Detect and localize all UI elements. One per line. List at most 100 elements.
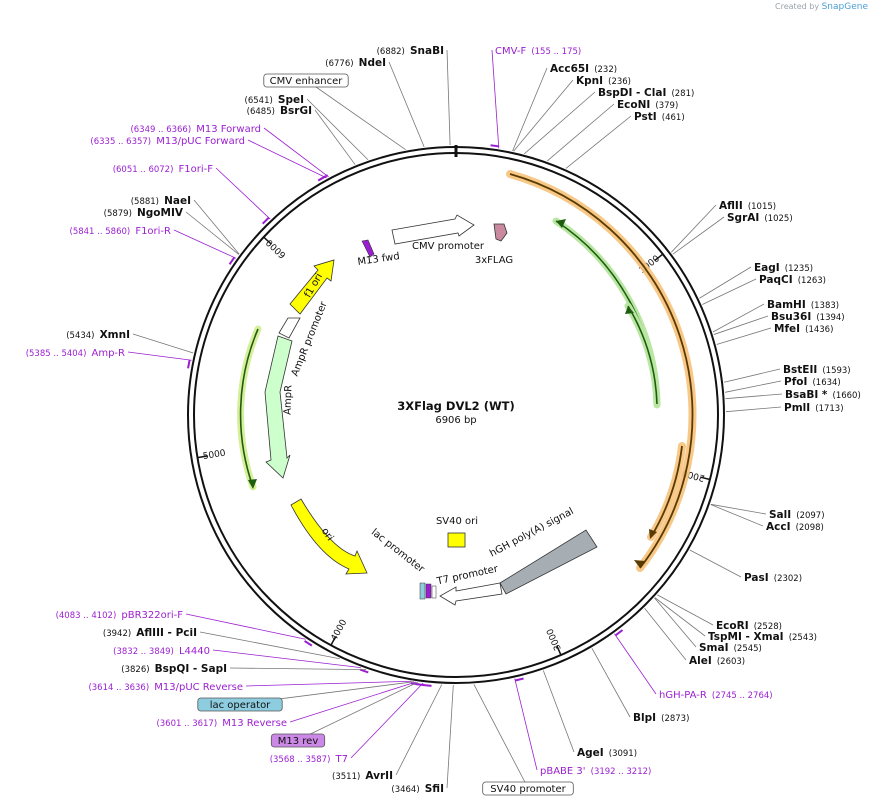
ngomiv-name: NgoMIV: [137, 207, 184, 219]
label-sgrai[interactable]: SgrAI (1025): [727, 206, 793, 225]
label-aflii[interactable]: AflII (1015): [719, 194, 776, 213]
label-l4440[interactable]: (3832 .. 3849) L4440: [113, 639, 210, 658]
label-psti[interactable]: PstI (461): [634, 105, 685, 124]
blpi-position: (2873): [661, 714, 689, 724]
label-econi[interactable]: EcoNI (379): [617, 93, 678, 112]
label-pfoi[interactable]: PfoI (1634): [784, 370, 841, 389]
l4440-position: (3832 .. 3849): [113, 647, 174, 657]
label-m13-puc-reverse[interactable]: (3614 .. 3636) M13/pUC Reverse: [88, 675, 243, 694]
pfoi-position: (1634): [812, 378, 840, 388]
primer-site-hgh-pa-r: [614, 629, 624, 637]
alei-text: AleI (2603): [689, 649, 745, 668]
paqci-text: PaqCI (1263): [759, 268, 826, 287]
label-afliii-pcii[interactable]: (3942) AflIII - PciI: [103, 621, 197, 640]
label-sali[interactable]: SalI (2097): [769, 503, 825, 522]
inner-label-t7-promoter: T7 promoter: [435, 564, 500, 588]
label-pbr322ori-f[interactable]: (4083 .. 4102) pBR322ori-F: [56, 603, 184, 622]
m13-reverse-position: (3601 .. 3617): [156, 719, 217, 729]
primer-site-f1ori-r: [228, 256, 236, 265]
label-kpni[interactable]: KpnI (236): [576, 69, 631, 88]
label-m13-puc-forward[interactable]: (6335 .. 6357) M13/pUC Forward: [90, 129, 245, 148]
label-ecori[interactable]: EcoRI (2528): [716, 614, 782, 633]
label-sv40-promoter[interactable]: SV40 promoter: [482, 781, 574, 796]
label-lac-operator[interactable]: lac operator: [197, 697, 283, 712]
psti-position: (461): [662, 113, 685, 123]
acc65i-name: Acc65I: [550, 63, 589, 75]
bamhi-position: (1383): [811, 301, 839, 311]
plasmid-size: 6906 bp: [435, 415, 476, 426]
label-sfii[interactable]: (3464) SfiI: [391, 777, 444, 796]
label-bsrgi[interactable]: (6485) BsrGI: [247, 99, 312, 118]
label-m13-rev[interactable]: M13 rev: [270, 733, 326, 748]
label-pmli[interactable]: PmlI (1713): [784, 396, 844, 415]
label-cmv-f[interactable]: CMV-F (155 .. 175): [495, 39, 581, 58]
label-smai[interactable]: SmaI (2545): [699, 636, 762, 655]
label-bsabi[interactable]: BsaBI * (1660): [785, 383, 861, 402]
tick-4000: [330, 636, 337, 646]
m13-puc-reverse-name: M13/pUC Reverse: [154, 682, 243, 693]
leader-ndei: [388, 61, 425, 148]
label-spei[interactable]: (6541) SpeI: [245, 88, 304, 107]
cmv-promoter-arrow: [391, 214, 475, 245]
m13-rev-box: [270, 733, 326, 748]
label-acc65i[interactable]: Acc65I (232): [550, 57, 617, 76]
label-paqci[interactable]: PaqCI (1263): [759, 268, 826, 287]
label-pbabe-3[interactable]: pBABE 3' (3192 .. 3212): [540, 759, 651, 778]
paqci-name: PaqCI: [759, 274, 793, 286]
leader-acc65i: [512, 67, 548, 152]
label-pasi[interactable]: PasI (2302): [744, 566, 802, 585]
label-alei[interactable]: AleI (2603): [689, 649, 745, 668]
cmv-enhancer-box: [263, 73, 349, 88]
label-bspqi-sapi[interactable]: (3826) BspQI - SapI: [121, 657, 227, 676]
label-bamhi[interactable]: BamHI (1383): [767, 293, 839, 312]
sfii-text: (3464) SfiI: [391, 777, 444, 796]
credit-text: Created by: [775, 2, 820, 11]
xmni-position: (5434): [66, 331, 94, 341]
leader-m13-rev: [297, 681, 418, 741]
label-bspdi-clai[interactable]: BspDI - ClaI (281): [598, 81, 694, 100]
label-avrii[interactable]: (3511) AvrII: [332, 764, 393, 783]
tick-3000: [556, 645, 562, 656]
primer-site-m13-puc-forward: [317, 175, 327, 182]
eagi-name: EagI: [754, 262, 780, 274]
label-t7[interactable]: (3568 .. 3587) T7: [270, 747, 348, 766]
kpni-position: (236): [608, 77, 631, 87]
primer-site-t7: [422, 683, 432, 687]
label-blpi[interactable]: BlpI (2873): [633, 706, 689, 725]
lac-operator-name: lac operator: [210, 700, 271, 711]
label-bsu36i[interactable]: Bsu36I (1394): [771, 305, 845, 324]
eagi-text: EagI (1235): [754, 256, 813, 275]
label-f1ori-r[interactable]: (5841 .. 5860) F1ori-R: [70, 219, 172, 238]
label-naei[interactable]: (5881) NaeI: [131, 189, 191, 208]
label-snabi[interactable]: (6882) SnaBI: [377, 39, 444, 58]
label-bsteii[interactable]: BstEII (1593): [783, 358, 851, 377]
m13-puc-reverse-text: (3614 .. 3636) M13/pUC Reverse: [88, 675, 243, 694]
label-f1ori-f[interactable]: (6051 .. 6072) F1ori-F: [113, 157, 214, 176]
label-xmni[interactable]: (5434) XmnI: [66, 323, 130, 342]
bspqi-sapi-position: (3826): [121, 665, 149, 675]
agei-position: (3091): [609, 749, 637, 759]
leader-blpi: [591, 648, 631, 718]
label-tspmi-xmai[interactable]: TspMI - XmaI (2543): [708, 625, 817, 644]
ndei-text: (6776) NdeI: [325, 51, 386, 70]
label-m13-reverse[interactable]: (3601 .. 3617) M13 Reverse: [156, 711, 287, 730]
leader-smai: [654, 597, 697, 648]
label-eagi[interactable]: EagI (1235): [754, 256, 813, 275]
label-ngomiv[interactable]: (5879) NgoMIV: [104, 201, 184, 220]
label-acci[interactable]: AccI (2098): [766, 515, 824, 534]
label-agei[interactable]: AgeI (3091): [577, 741, 637, 760]
plasmid-name: 3XFlag DVL2 (WT): [397, 399, 514, 413]
bsabi-text: BsaBI * (1660): [785, 383, 861, 402]
label-ndei[interactable]: (6776) NdeI: [325, 51, 386, 70]
leader-pasi: [689, 549, 742, 578]
bamhi-text: BamHI (1383): [767, 293, 839, 312]
label-amp-r[interactable]: (5385 .. 5404) Amp-R: [26, 341, 125, 360]
f1ori-f-position: (6051 .. 6072): [113, 165, 174, 175]
leader-m13-forward: [263, 127, 329, 178]
m13-puc-reverse-position: (3614 .. 3636): [88, 683, 149, 693]
label-mfei[interactable]: MfeI (1436): [774, 317, 833, 336]
label-hgh-pa-r[interactable]: hGH-PA-R (2745 .. 2764): [659, 683, 773, 702]
label-m13-forward[interactable]: (6349 .. 6366) M13 Forward: [130, 117, 261, 136]
label-cmv-enhancer[interactable]: CMV enhancer: [263, 73, 349, 88]
pbr322ori-f-name: pBR322ori-F: [121, 610, 183, 621]
